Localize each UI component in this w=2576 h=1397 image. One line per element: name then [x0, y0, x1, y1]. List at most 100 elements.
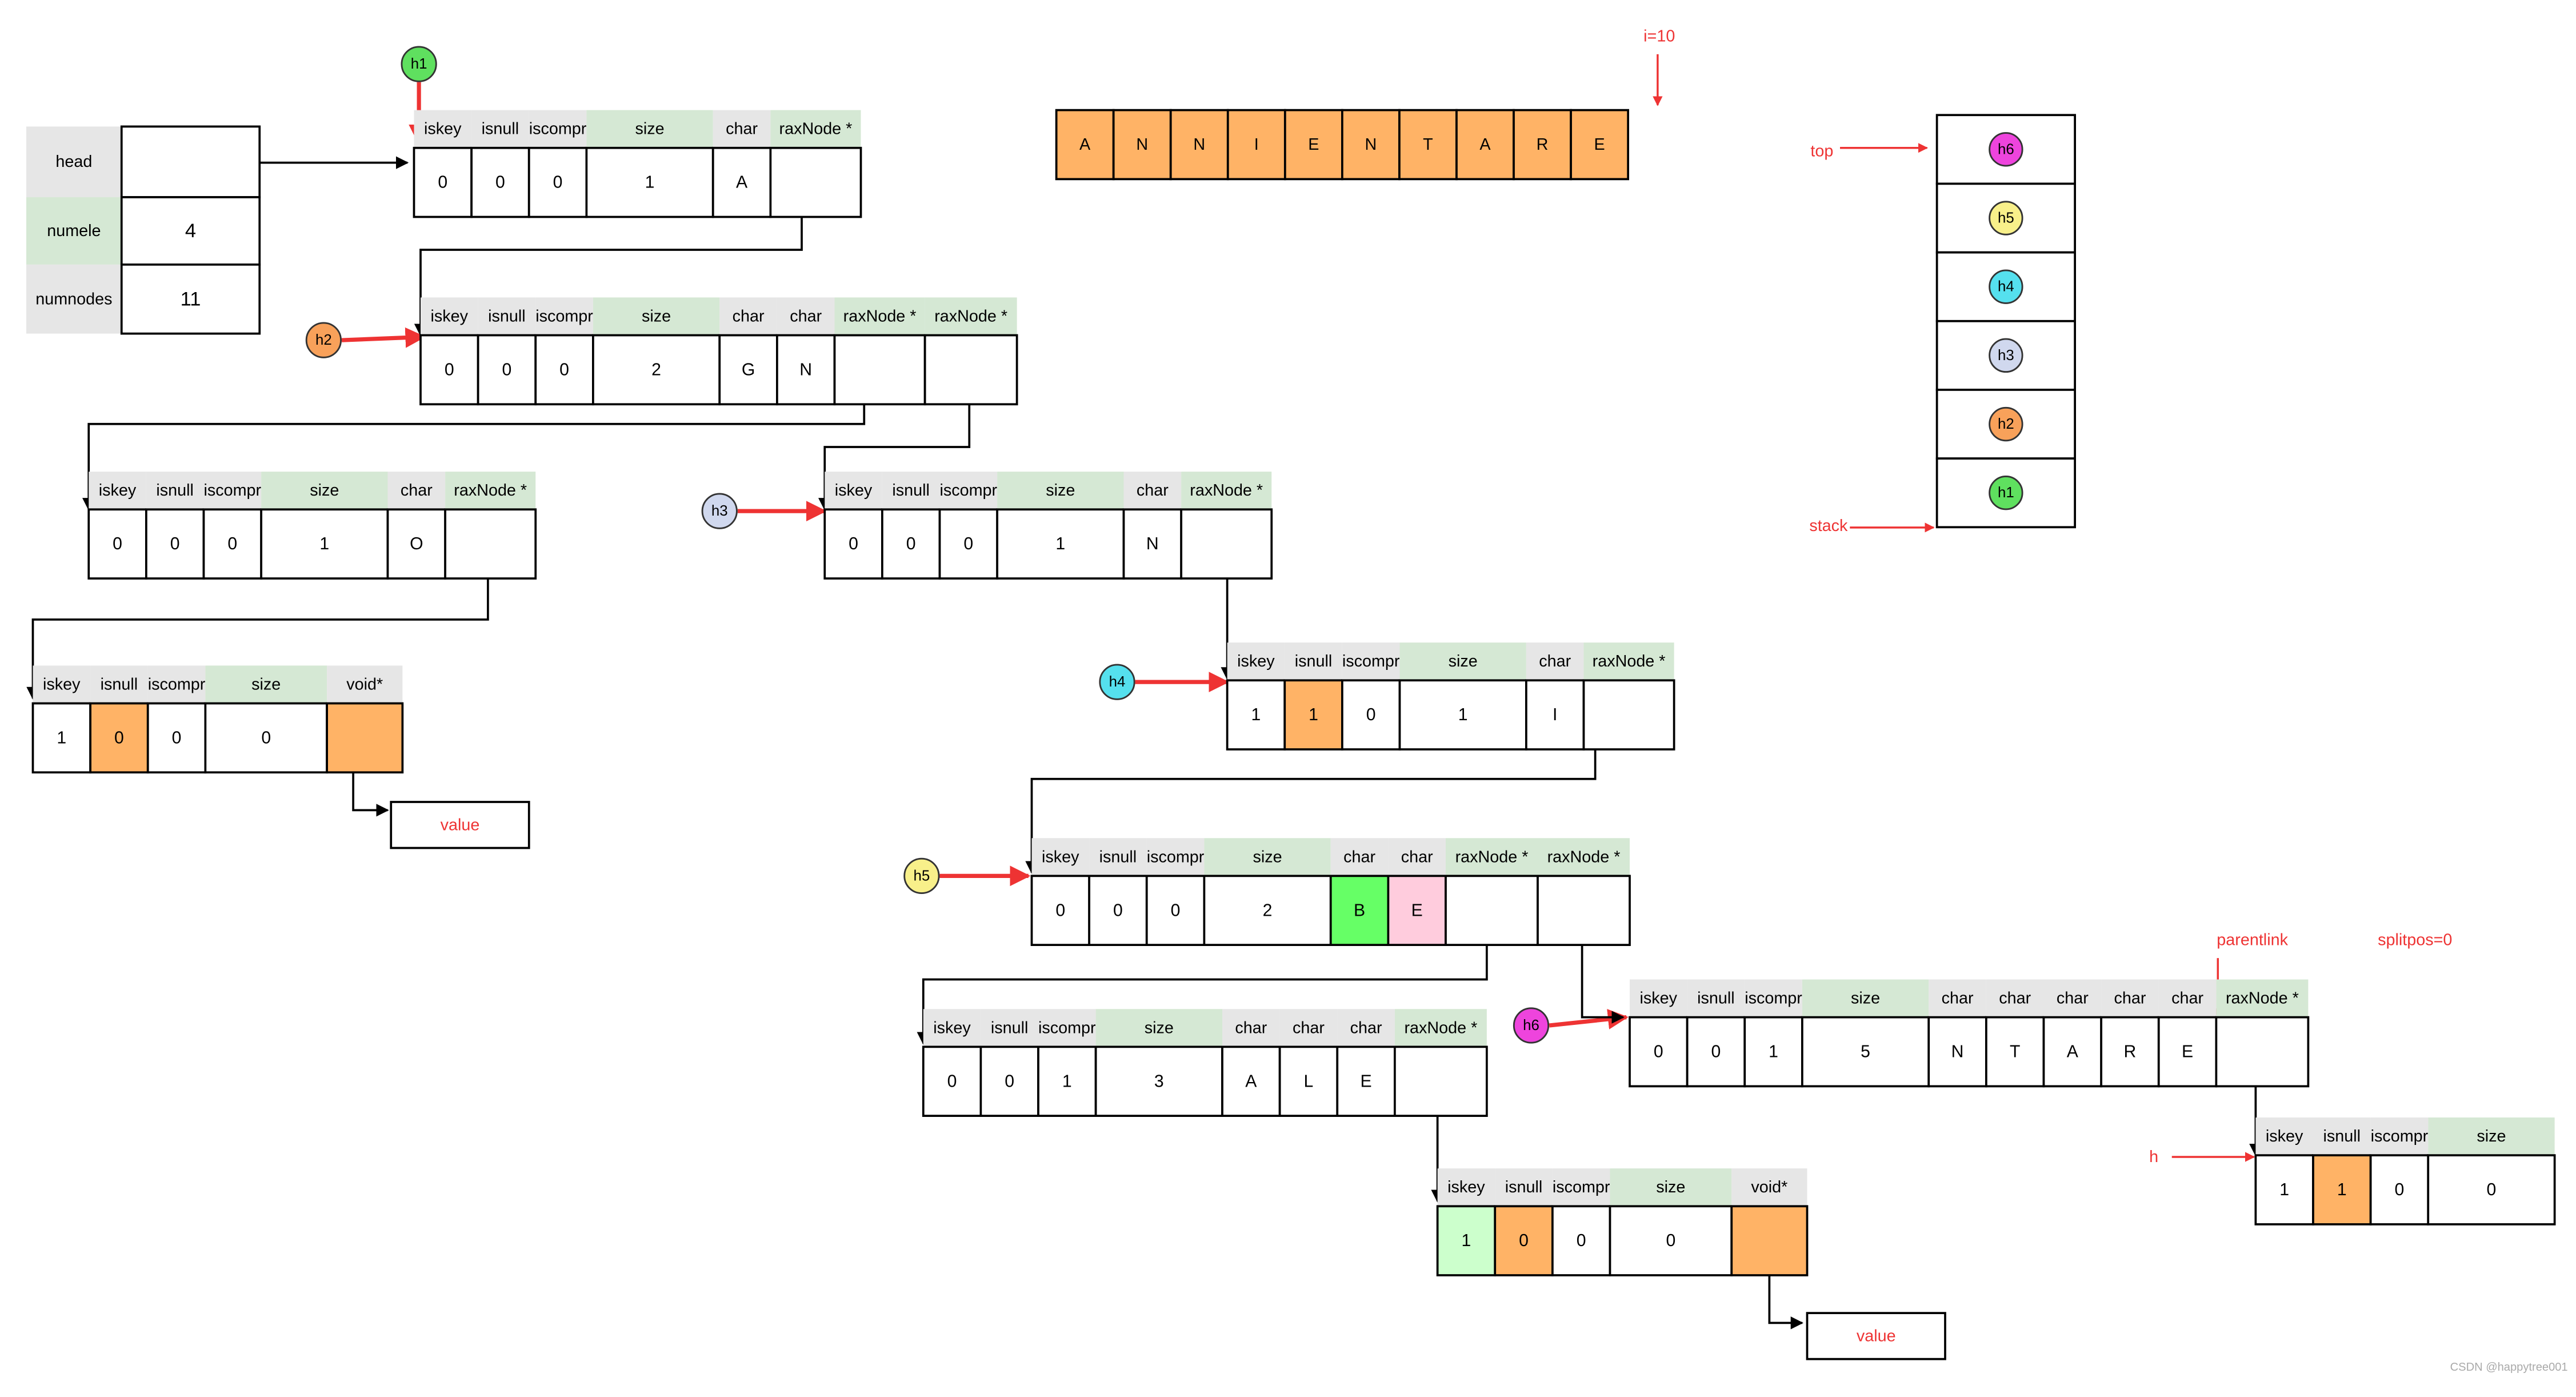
rax-field-label: head — [55, 153, 92, 171]
node-field-name: iscompr — [939, 481, 997, 500]
node-field-value: 0 — [172, 728, 182, 747]
node-value-cell — [1088, 875, 1148, 946]
node-field-name: iscompr — [1147, 848, 1205, 866]
node-header-cell — [593, 297, 720, 336]
node-value-cell — [1145, 875, 1206, 946]
node-field-name: isnull — [482, 120, 519, 138]
node-value-cell — [1629, 1016, 1689, 1088]
parentlink-label: parentlink — [2217, 931, 2288, 949]
node-field-value: B — [1354, 901, 1365, 920]
node-field-name: iscompr — [203, 481, 261, 500]
node-value-cell — [1801, 1016, 1930, 1088]
node-header-cell — [1399, 642, 1526, 681]
node-field-name: char — [1293, 1019, 1325, 1037]
node-header-cell — [834, 297, 925, 336]
node-header-cell — [1279, 1009, 1338, 1047]
node-field-value: 1 — [1458, 705, 1468, 724]
node-field-value: 1 — [2279, 1180, 2289, 1199]
node-header-cell — [1610, 1168, 1732, 1207]
node-header-cell — [719, 297, 777, 336]
node-value-cell — [1226, 679, 1286, 751]
node-field-value: 0 — [1654, 1043, 1663, 1061]
node-field-name: iscompr — [535, 307, 593, 325]
value-label: value — [441, 816, 480, 834]
node-field-value: 1 — [2337, 1180, 2347, 1199]
node-value-cell — [922, 1045, 982, 1117]
node-field-value: N — [799, 360, 812, 379]
node-header-cell — [825, 472, 882, 510]
node-value-cell — [1387, 875, 1447, 946]
node-field-value: 0 — [553, 173, 563, 192]
node-field-name: size — [635, 120, 664, 138]
node-field-value: 1 — [57, 728, 66, 747]
node-field-value: 0 — [559, 360, 569, 379]
rax-field-value-cell — [120, 264, 261, 335]
input-char-cell — [1112, 109, 1172, 181]
node-field-value: 1 — [1062, 1072, 1072, 1091]
node-field-name: iskey — [424, 120, 462, 138]
node-header-cell — [387, 472, 446, 510]
connector-arrow — [26, 566, 489, 700]
node-header-cell — [1204, 838, 1331, 876]
node-header-cell — [925, 297, 1017, 336]
node-header-cell — [1731, 1168, 1807, 1207]
node-header-cell — [2255, 1117, 2313, 1156]
node-header-cell — [1929, 979, 1986, 1017]
rax-field-value-cell — [120, 125, 261, 198]
input-char-cell — [1570, 109, 1629, 181]
node-field-value: A — [2067, 1043, 2079, 1061]
node-field-value: 0 — [227, 534, 237, 553]
node-value-cell — [2427, 1154, 2556, 1226]
node-value-cell — [1329, 875, 1390, 946]
node-header-cell — [1495, 1168, 1553, 1207]
node-field-name: char — [1137, 481, 1169, 500]
node-field-name: iscompr — [1342, 652, 1400, 670]
node-field-name: iscompr — [1553, 1178, 1610, 1196]
node-header-cell — [1583, 642, 1674, 681]
node-header-cell — [939, 472, 998, 510]
node-field-name: raxNode * — [1455, 848, 1529, 866]
pointer-arrow — [341, 327, 426, 348]
node-field-name: isnull — [1295, 652, 1333, 670]
node-field-value: A — [1245, 1072, 1257, 1091]
node-header-cell — [923, 1009, 981, 1047]
input-char-cell — [1169, 109, 1229, 181]
node-value-cell — [979, 1045, 1039, 1117]
pointer-h4-icon — [1099, 664, 1135, 700]
rax-field-label-cell — [26, 126, 122, 197]
node-header-cell — [777, 297, 835, 336]
node-value-cell — [1985, 1016, 2045, 1088]
node-value-cell — [2312, 1154, 2372, 1226]
node-value-cell — [1394, 1045, 1488, 1117]
node-field-name: char — [1942, 989, 1974, 1008]
pointer-h3-icon — [701, 493, 738, 529]
node-header-cell — [586, 110, 713, 148]
node-header-cell — [2370, 1117, 2429, 1156]
node-field-name: iscompr — [2371, 1127, 2429, 1145]
node-field-name: iskey — [43, 675, 81, 693]
node-field-name: iskey — [835, 481, 873, 500]
node-field-value: 0 — [947, 1072, 957, 1091]
input-char: E — [1308, 135, 1319, 154]
node-header-cell — [1538, 838, 1630, 876]
node-header-cell — [2101, 979, 2159, 1017]
node-value-cell — [923, 334, 1018, 406]
node-value-cell — [146, 702, 207, 774]
node-value-cell — [1037, 1045, 1097, 1117]
node-header-cell — [1630, 979, 1687, 1017]
node-header-cell — [203, 472, 262, 510]
node-header-cell — [1146, 838, 1205, 876]
node-value-cell — [386, 508, 446, 580]
rax-field-label-cell — [26, 264, 122, 334]
node-header-cell — [1123, 472, 1182, 510]
node-header-cell — [1089, 838, 1147, 876]
rax-node-n7: iskey0isnull0iscompr0size2charBcharEraxN… — [1030, 838, 1631, 946]
node-value-cell — [477, 334, 537, 406]
node-header-cell — [2158, 979, 2217, 1017]
input-char: N — [1136, 135, 1148, 154]
node-header-cell — [1227, 642, 1285, 681]
